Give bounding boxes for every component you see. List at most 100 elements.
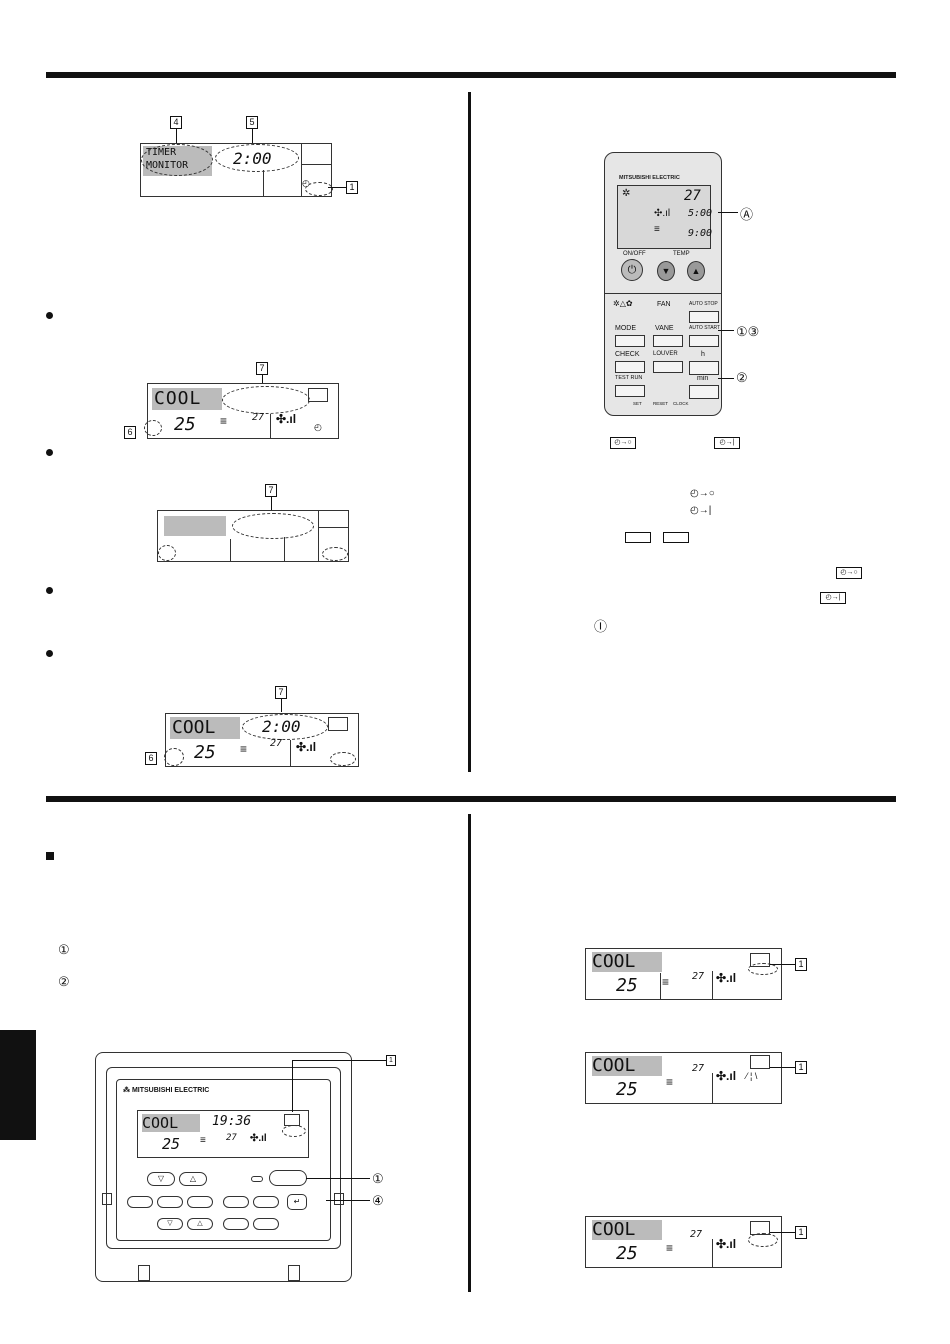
hinge-right: [334, 1193, 344, 1205]
check-label: CHECK: [615, 351, 640, 358]
lcd-divider: [660, 973, 661, 999]
vane-label: VANE: [655, 325, 674, 332]
filter-icon: [328, 717, 348, 731]
check-button[interactable]: [615, 361, 645, 373]
callout-13: ①③: [736, 324, 760, 339]
auto-stop-icon: ◴→○: [610, 437, 636, 449]
vane-icon: ≡: [666, 1241, 674, 1255]
callout-6b: 6: [145, 752, 157, 765]
clock-text: 19:36: [212, 1114, 252, 1129]
lcd-divider2: [712, 971, 713, 999]
lcd-timer-monitor: TIMER MONITOR 2:00 ◴: [140, 143, 333, 197]
callout-5: 5: [246, 116, 258, 129]
callout-1: 1: [346, 181, 358, 194]
callout-1-wired: 1: [386, 1055, 396, 1066]
lcd-cool-a: COOL 25 27 ≡ ✣.ıl ◴: [147, 383, 339, 439]
room-temp: 27: [252, 412, 265, 423]
set-down-button[interactable]: ▽: [157, 1218, 183, 1230]
vane-icon: ≡: [666, 1075, 674, 1089]
oval-filter: [282, 1125, 306, 1137]
hinge-left: [102, 1193, 112, 1205]
mode-text: COOL: [170, 717, 240, 739]
blink-icon: ⁄ ¦ \: [746, 1071, 758, 1081]
lcd-divider: [301, 144, 302, 196]
clock-label: CLOCK: [673, 401, 689, 406]
fan-icon: ✣.ıl: [296, 740, 317, 754]
list-marker-1: ①: [58, 942, 70, 957]
clock-icon: ◴: [302, 178, 310, 188]
vane-button[interactable]: [253, 1196, 279, 1208]
oval-filter: [748, 1233, 778, 1247]
timer-button[interactable]: [157, 1196, 183, 1208]
top-rule: [46, 72, 896, 78]
wireless-remote: MITSUBISHI ELECTRIC ✲ 27 5:00 9:00 ✣.ıl …: [604, 152, 722, 416]
wired-remote-outer: ⁂ MITSUBISHI ELECTRIC COOL 19:36 25 27 ≡…: [95, 1052, 352, 1282]
callout-2: ②: [736, 370, 748, 385]
min-button-icon: [663, 532, 689, 543]
auto-stop-symbol: ◴→○: [690, 488, 715, 499]
temp-up-button[interactable]: △: [179, 1172, 207, 1186]
timer2-button[interactable]: [187, 1196, 213, 1208]
lcd-divider2: [712, 1073, 713, 1103]
callout-1-r1: 1: [795, 958, 807, 971]
ventilation-button[interactable]: [253, 1218, 279, 1230]
room-temp: 27: [692, 971, 705, 982]
oval-blank-right: [322, 547, 348, 561]
lcd-divider2: [263, 170, 264, 196]
vane-icon: ≡: [240, 742, 248, 756]
oval-7c: [242, 714, 328, 740]
set-up-button[interactable]: △: [187, 1218, 213, 1230]
louver-button[interactable]: [223, 1218, 249, 1230]
mode-icons: ✲△✿: [613, 299, 633, 308]
leader-1-r1: [770, 964, 795, 965]
leader-a: [718, 212, 738, 213]
mode-text: COOL: [152, 388, 222, 410]
leader-1-r3: [770, 1232, 795, 1233]
oval-filter: [748, 963, 778, 975]
ok-button[interactable]: ↵: [287, 1194, 307, 1210]
temp-up-button[interactable]: ▲: [687, 261, 705, 281]
lcd-divider-h: [318, 527, 348, 528]
vane-icon: ≡: [200, 1135, 206, 1146]
leader-7c: [281, 698, 282, 712]
vane-button[interactable]: [653, 335, 683, 347]
auto-start-icon-2: ◴→|: [820, 592, 846, 604]
lcd-divider3: [284, 537, 285, 561]
onoff-label: ON/OFF: [623, 251, 646, 257]
lcd-cool-b: COOL 2:00 25 27 ≡ ✣.ıl: [165, 713, 359, 767]
list-marker-2: ②: [58, 974, 70, 989]
leader-1: [328, 187, 346, 188]
h-button[interactable]: [689, 361, 719, 375]
temp-down-button[interactable]: ▽: [147, 1172, 175, 1186]
louver-button[interactable]: [653, 361, 683, 373]
remote-split: [605, 293, 721, 294]
remote-temp: 27: [684, 188, 701, 204]
mode-text: COOL: [142, 1114, 200, 1132]
filter-icon: [750, 1055, 770, 1069]
auto-start-button[interactable]: [689, 335, 719, 347]
mode-text: COOL: [592, 1220, 662, 1240]
mode-button[interactable]: [127, 1196, 153, 1208]
oval-5: [215, 144, 299, 172]
leader-13: [718, 330, 734, 331]
auto-start-label: AUTO START: [689, 325, 721, 331]
clock-icon: ◴: [314, 422, 322, 432]
min-button[interactable]: [689, 385, 719, 399]
lcd-divider-h: [301, 164, 331, 165]
h-button-icon: [625, 532, 651, 543]
temp-down-button[interactable]: ▼: [657, 261, 675, 281]
fan-button[interactable]: [223, 1196, 249, 1208]
leader-circ1: [306, 1178, 370, 1179]
auto-stop-button[interactable]: [689, 311, 719, 323]
on-off-button[interactable]: [269, 1170, 307, 1186]
mode-button[interactable]: [615, 335, 645, 347]
lcd-divider2: [230, 539, 231, 561]
leader-7a: [262, 374, 263, 384]
set-label: SET: [633, 401, 642, 406]
side-tab: [0, 1030, 36, 1140]
louver-label: LOUVER: [653, 351, 678, 357]
callout-circ4: ④: [372, 1193, 384, 1208]
onoff-button[interactable]: ⏻: [621, 259, 643, 281]
wired-remote-inner: [106, 1067, 341, 1249]
test-run-button[interactable]: [615, 385, 645, 397]
